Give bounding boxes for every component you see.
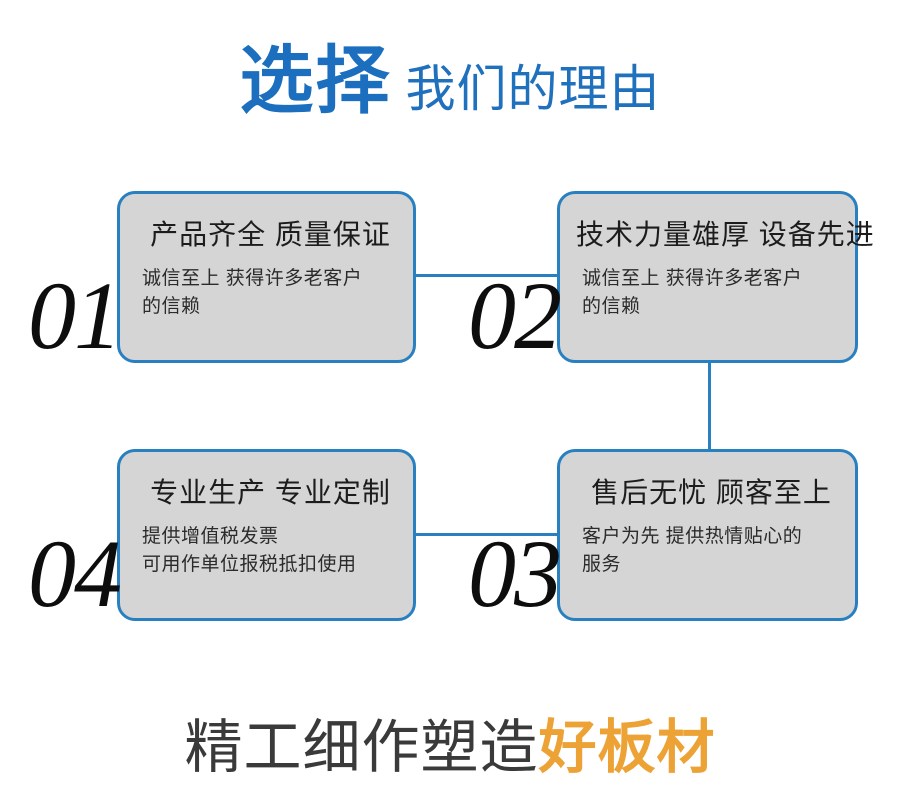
step-number-01: 01 [28, 262, 122, 369]
footer-slogan: 精工细作塑造好板材 [0, 700, 900, 784]
step-number-02: 02 [468, 262, 562, 369]
connector-card4-to-card3 [414, 533, 560, 536]
step-number-03: 03 [468, 520, 562, 627]
connector-card1-to-card2 [414, 274, 560, 277]
step-number-04: 04 [28, 520, 122, 627]
connector-card2-to-card3 [708, 360, 711, 452]
feature-card-02: 技术力量雄厚 设备先进 诚信至上 获得许多老客户 的信赖 [557, 191, 875, 363]
feature-card-01-body: 诚信至上 获得许多老客户 的信赖 [120, 251, 413, 322]
feature-card-01-body-line-1: 诚信至上 获得许多老客户 [142, 267, 363, 289]
feature-card-03: 售后无忧 顾客至上 客户为先 提供热情贴心的 服务 [557, 449, 858, 621]
feature-card-04: 专业生产 专业定制 提供增值税发票 可用作单位报税抵扣使用 [117, 449, 416, 621]
feature-card-02-heading: 技术力量雄厚 设备先进 [576, 219, 875, 250]
feature-card-01-body-line-2: 的信赖 [142, 296, 201, 318]
feature-card-02-body-line-2: 的信赖 [582, 296, 641, 318]
feature-card-03-body-line-1: 客户为先 提供热情贴心的 [582, 525, 803, 547]
feature-card-02-body: 诚信至上 获得许多老客户 的信赖 [560, 251, 855, 322]
feature-card-04-body-line-1: 提供增值税发票 [142, 525, 279, 547]
feature-card-04-body-line-2: 可用作单位报税抵扣使用 [142, 554, 357, 576]
feature-card-04-body: 提供增值税发票 可用作单位报税抵扣使用 [120, 509, 413, 580]
page-title-main: 选择 [239, 39, 392, 122]
feature-card-03-heading: 售后无忧 顾客至上 [591, 477, 832, 508]
page-title-sub: 我们的理由 [405, 61, 661, 117]
feature-card-01: 产品齐全 质量保证 诚信至上 获得许多老客户 的信赖 [117, 191, 416, 363]
feature-card-03-body-line-2: 服务 [582, 554, 622, 576]
feature-card-03-body: 客户为先 提供热情贴心的 服务 [560, 509, 855, 580]
footer-slogan-dark: 精工细作塑造 [184, 715, 539, 780]
feature-card-01-heading: 产品齐全 质量保证 [150, 219, 391, 250]
page-title: 选择我们的理由 [0, 44, 900, 118]
footer-slogan-accent: 好板材 [538, 715, 716, 780]
feature-card-02-body-line-1: 诚信至上 获得许多老客户 [582, 267, 803, 289]
feature-card-04-heading: 专业生产 专业定制 [150, 477, 391, 508]
